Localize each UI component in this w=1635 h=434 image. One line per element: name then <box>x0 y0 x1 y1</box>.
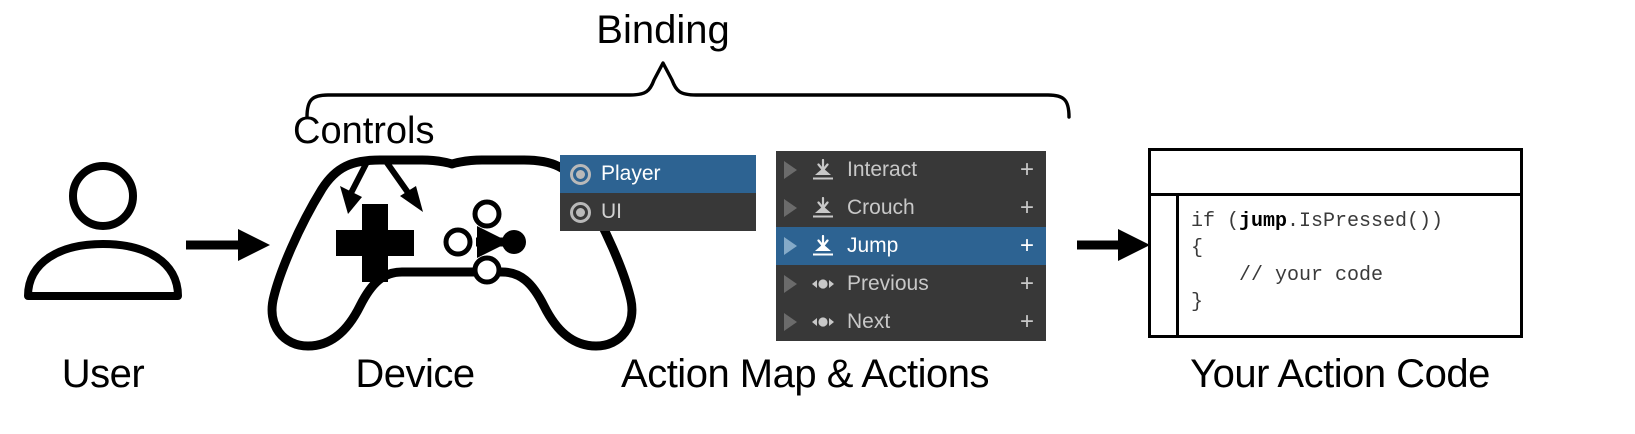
stage-label-user: User <box>61 352 145 396</box>
action-label: Jump <box>847 234 899 257</box>
controls-label: Controls <box>293 110 435 152</box>
foldout-arrow-icon[interactable] <box>784 313 797 331</box>
action-row-crouch[interactable]: Crouch + <box>776 189 1046 227</box>
controls-pointer-arrows-icon <box>340 158 423 214</box>
action-map-label: Player <box>601 162 661 185</box>
action-row-interact[interactable]: Interact + <box>776 151 1046 189</box>
add-binding-button[interactable]: + <box>1019 270 1034 297</box>
right-arrow-icon-2 <box>476 226 514 258</box>
action-label: Interact <box>847 158 918 181</box>
code-line-1-keyword: jump <box>1239 210 1288 233</box>
code-line-1-post: .IsPressed()) <box>1287 210 1444 233</box>
action-label: Next <box>847 310 891 333</box>
code-line-3: // your code <box>1191 264 1384 287</box>
user-person-icon <box>24 162 182 300</box>
axis-action-icon <box>812 279 834 289</box>
foldout-arrow-icon[interactable] <box>784 237 797 255</box>
axis-action-icon <box>812 317 834 327</box>
code-line-1-pre: if ( <box>1191 210 1240 233</box>
foldout-arrow-icon[interactable] <box>784 161 797 179</box>
action-map-ring-icon <box>570 163 591 185</box>
stage-label-device: Device <box>355 352 475 396</box>
right-arrow-icon-3 <box>1077 229 1150 261</box>
action-map-row-player[interactable]: Player <box>560 155 756 193</box>
add-binding-button[interactable]: + <box>1019 308 1034 335</box>
brace-icon <box>305 61 1071 119</box>
action-row-next[interactable]: Next + <box>776 303 1046 341</box>
action-map-ring-icon <box>570 201 591 223</box>
action-row-previous[interactable]: Previous + <box>776 265 1046 303</box>
code-window-body: if (jump.IsPressed()) { // your code } <box>1151 196 1520 335</box>
action-row-jump[interactable]: Jump + <box>776 227 1046 265</box>
stage-label-your-action-code: Your Action Code <box>1190 352 1490 396</box>
right-arrow-icon-1 <box>186 229 270 261</box>
action-maps-panel[interactable]: Player UI <box>560 155 756 231</box>
button-action-icon <box>813 159 833 180</box>
action-label: Previous <box>847 272 929 295</box>
code-gutter <box>1151 196 1179 335</box>
button-action-icon <box>813 197 833 218</box>
code-text-area[interactable]: if (jump.IsPressed()) { // your code } <box>1179 196 1520 335</box>
add-binding-button[interactable]: + <box>1019 194 1034 221</box>
code-editor-window[interactable]: if (jump.IsPressed()) { // your code } <box>1148 148 1523 338</box>
button-action-icon <box>813 235 833 256</box>
code-line-4: } <box>1191 291 1204 314</box>
code-window-titlebar <box>1151 151 1520 196</box>
stage-label-action-map-actions: Action Map & Actions <box>621 352 989 396</box>
code-line-2: { <box>1191 237 1204 260</box>
action-map-label: UI <box>601 200 622 223</box>
actions-panel[interactable]: Interact + Crouch + Jump + <box>776 151 1046 341</box>
brace-label-binding: Binding <box>596 8 730 52</box>
foldout-arrow-icon[interactable] <box>784 275 797 293</box>
action-map-row-ui[interactable]: UI <box>560 193 756 231</box>
action-label: Crouch <box>847 196 915 219</box>
add-binding-button[interactable]: + <box>1019 156 1034 183</box>
foldout-arrow-icon[interactable] <box>784 199 797 217</box>
add-binding-button[interactable]: + <box>1019 232 1034 259</box>
